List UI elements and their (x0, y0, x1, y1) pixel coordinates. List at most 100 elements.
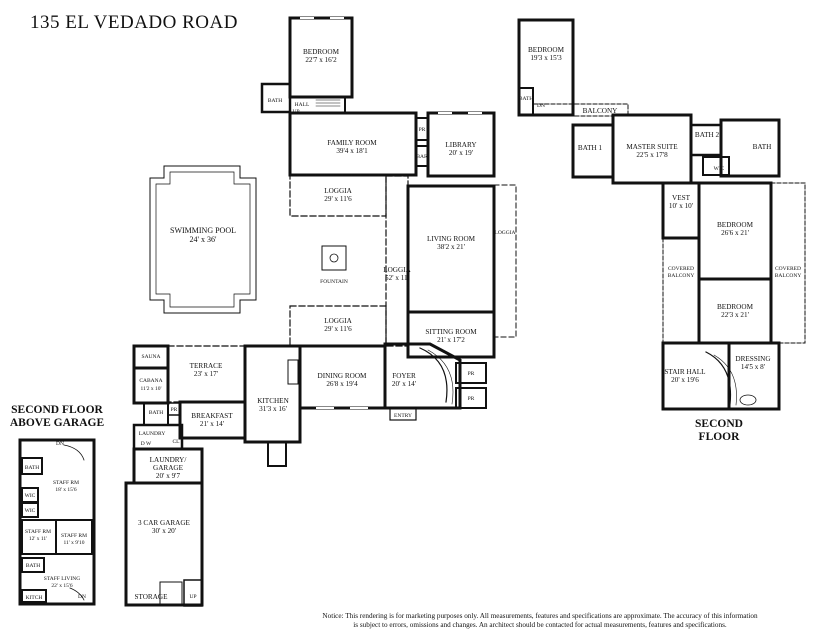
label-second-floor-garage-1: SECOND FLOOR (11, 404, 103, 416)
room-loggia-center-dim: 52' x 11' (385, 274, 409, 282)
room-staff-rm-2-dim: 12' x 11' (29, 536, 47, 542)
room-loggia-bottom-dim: 29' x 11'6 (324, 325, 352, 333)
room-bedroom-top-dim: 22'7 x 16'2 (305, 56, 337, 64)
page-title: 135 EL VEDADO ROAD (30, 12, 238, 33)
room-pool-dim: 24' x 36' (190, 235, 217, 244)
wall-dressing (727, 341, 781, 411)
room-staff-living-dim: 22' x 15'6 (51, 583, 72, 589)
notice: Notice: This rendering is for marketing … (284, 612, 796, 630)
room-sauna: SAUNA (142, 354, 161, 360)
room-wic-garage-1: WIC (25, 493, 36, 499)
wall-sitting-room (406, 310, 496, 359)
room-dressing-dim: 14'5 x 8' (741, 363, 765, 371)
swimming-pool (149, 165, 257, 314)
room-bedroom-2f-mid-dim: 26'6 x 21' (721, 229, 749, 237)
room-balcony: BALCONY (583, 107, 619, 115)
room-stair-hall-name: STAIR HALL (664, 368, 705, 376)
room-sitting-dim: 21' x 17'2 (437, 336, 465, 344)
wall-breakfast (178, 400, 247, 440)
room-family-dim: 39'4 x 18'1 (336, 147, 368, 155)
room-dining-name: DINING ROOM (318, 372, 368, 380)
room-pool-name: SWIMMING POOL (170, 226, 236, 235)
room-staff-rm-3-dim: 11' x 9'10 (63, 540, 84, 546)
notice-line-2: is subject to errors, omissions and chan… (353, 621, 727, 629)
wall-vest (661, 181, 701, 240)
room-wic-garage-2: WIC (25, 508, 36, 514)
room-loggia-top-dim: 29' x 11'6 (324, 195, 352, 203)
room-staff-rm-3-name: STAFF RM (61, 533, 87, 539)
room-cl: CL (172, 439, 180, 445)
room-foyer-name: FOYER (392, 372, 416, 380)
room-dn-staff: DN (78, 594, 86, 600)
room-bath-2: BATH 2 (695, 131, 720, 139)
wall-covered-balcony-left (662, 237, 700, 343)
room-cabana-dim: 11'2 x 10' (140, 386, 161, 392)
room-loggia-top-name: LOGGIA (324, 187, 352, 195)
room-fountain: FOUNTAIN (320, 279, 348, 285)
room-library-dim: 20' x 19' (449, 149, 473, 157)
room-up-hall: UP (292, 109, 299, 115)
room-bedroom-top-name: BEDROOM (303, 48, 340, 56)
room-sitting-name: SITTING ROOM (425, 328, 477, 336)
room-master-name: MASTER SUITE (626, 143, 678, 151)
fountain-basin (321, 245, 347, 271)
wall-bath-master (719, 118, 781, 178)
room-living-dim: 38'2 x 21' (437, 243, 465, 251)
wall-garage (124, 481, 204, 607)
room-staff-rm-1-dim: 18' x 15'6 (55, 487, 76, 493)
room-bath-master: BATH (753, 143, 772, 151)
room-bedroom-2f-top-dim: 19'3 x 15'3 (530, 54, 562, 62)
room-dressing-name: DRESSING (735, 355, 770, 363)
room-covered-balcony-left: COVERED (668, 266, 694, 272)
room-bedroom-2f-low-name: BEDROOM (717, 303, 754, 311)
room-laundry: LAUNDRY (139, 431, 166, 437)
room-master-dim: 22'5 x 17'8 (636, 151, 668, 159)
room-entry: ENTRY (394, 413, 412, 419)
room-staff-rm-2-name: STAFF RM (25, 529, 51, 535)
room-kitch: KITCH (26, 595, 43, 601)
room-laundry-garage-name2: GARAGE (153, 464, 184, 472)
room-laundry-garage-dim: 20' x 9'7 (156, 472, 181, 480)
notice-line-1: Notice: This rendering is for marketing … (322, 612, 758, 620)
room-pr-foyer-1: PR (468, 371, 475, 377)
room-foyer-dim: 20' x 14' (392, 380, 416, 388)
room-storage: STORAGE (134, 593, 168, 601)
room-kitchen-name: KITCHEN (257, 397, 289, 405)
room-hall: HALL (295, 102, 310, 108)
room-bath-garage-2: BATH (26, 563, 40, 569)
room-garage-dim: 30' x 20' (152, 527, 176, 535)
room-bath-1: BATH 1 (578, 144, 603, 152)
room-terrace-name: TERRACE (190, 362, 223, 370)
room-vest-dim: 10' x 10' (669, 202, 693, 210)
entry-step (389, 407, 417, 421)
room-covered-balcony-right-2: BALCONY (775, 273, 802, 279)
curved-stair-2f (705, 351, 732, 405)
room-pr-breakfast: PR (171, 407, 178, 413)
room-pr-family: PR (419, 127, 426, 133)
room-cabana-name: CABANA (139, 378, 162, 384)
wall-loggia-right (493, 184, 517, 338)
wall-loggia-center (385, 175, 409, 347)
room-library-name: LIBRARY (445, 141, 477, 149)
curved-stair-foyer (419, 347, 448, 403)
wall-covered-balcony-right (770, 182, 806, 344)
room-breakfast-name: BREAKFAST (191, 412, 233, 420)
room-loggia-bottom-name: LOGGIA (324, 317, 352, 325)
room-bath-garage-1: BATH (25, 465, 39, 471)
room-dw: D W (141, 441, 152, 447)
room-laundry-garage-name: LAUNDRY/ (150, 456, 187, 464)
room-kitchen-dim: 31'3 x 16' (259, 405, 287, 413)
wall-library (426, 111, 496, 178)
room-stair-hall-dim: 20' x 19'6 (671, 376, 699, 384)
room-living-name: LIVING ROOM (427, 235, 476, 243)
room-bath-2f-top: BATH (519, 96, 533, 102)
room-bedroom-2f-low-dim: 22'3 x 21' (721, 311, 749, 319)
room-staff-rm-1-name: STAFF RM (53, 480, 79, 486)
room-bedroom-2f-mid-name: BEDROOM (717, 221, 754, 229)
wall-bath-2 (689, 123, 723, 157)
room-dn-garage: DN (56, 441, 64, 447)
room-staff-living-name: STAFF LIVING (44, 576, 80, 582)
room-bath-cabana: BATH (149, 410, 163, 416)
room-covered-balcony-right: COVERED (775, 266, 801, 272)
